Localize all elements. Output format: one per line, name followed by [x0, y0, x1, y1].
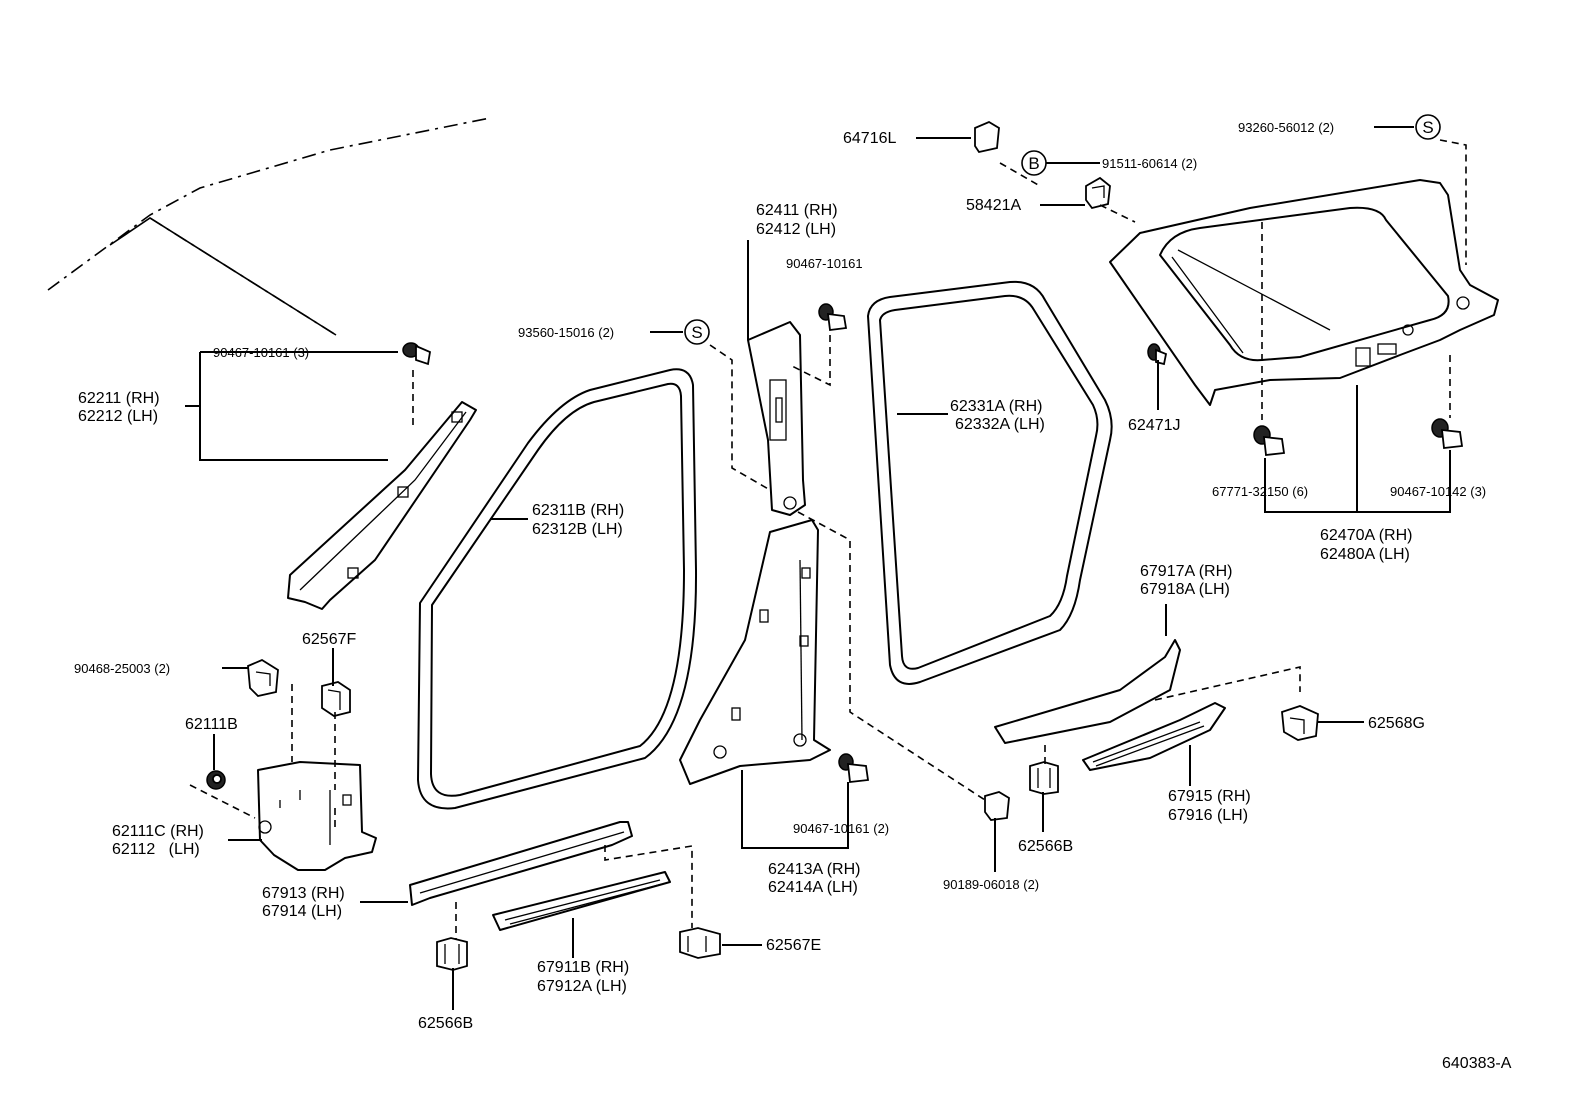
label-62566B-right: 62566B — [1018, 838, 1073, 855]
clip-62568G — [1281, 705, 1319, 741]
label-67914: 67914 (LH) — [262, 903, 342, 920]
symbol-s-93260 — [1415, 114, 1441, 140]
label-62312B: 62312B (LH) — [532, 521, 623, 538]
label-67917A: 67917A (RH) — [1140, 563, 1233, 580]
label-91511-60614: 91511-60614 (2) — [1102, 156, 1197, 171]
dashed-lines — [189, 139, 1467, 940]
center-pillar-upper-garnish — [747, 321, 806, 516]
label-90468-25003: 90468-25003 (2) — [74, 661, 170, 676]
label-62480A: 62480A (LH) — [1320, 546, 1410, 563]
symbol-b-91511-text: B — [1028, 154, 1039, 173]
label-93260-56012: 93260-56012 (2) — [1238, 120, 1334, 135]
cowl-side-trim — [257, 761, 377, 871]
clip-62566B-right — [1029, 761, 1059, 795]
label-64716L: 64716L — [843, 130, 896, 147]
label-62412: 62412 (LH) — [756, 221, 836, 238]
leader-lines — [185, 126, 1451, 1010]
symbol-s-93560-text: S — [691, 323, 702, 342]
label-67771-32150: 67771-32150 (6) — [1212, 484, 1308, 499]
label-67916: 67916 (LH) — [1168, 807, 1248, 824]
label-90467-10161: 90467-10161 — [786, 256, 863, 271]
clip-62471J — [1147, 343, 1168, 366]
clip-58421A — [1085, 176, 1111, 210]
clip-62567E — [679, 927, 721, 959]
rear-scuff-plate — [994, 639, 1181, 744]
part-labels: 64716L 91511-60614 (2) 58421A 93260-5601… — [74, 120, 1512, 1072]
rear-step-cover — [1082, 702, 1226, 771]
symbols: S S B — [684, 114, 1441, 345]
rear-door-opening-trim — [867, 280, 1113, 685]
fasteners — [206, 120, 1464, 971]
clip-90189-06018 — [984, 791, 1010, 821]
label-67915: 67915 (RH) — [1168, 788, 1251, 805]
body-outline — [47, 117, 491, 336]
clip-62567F — [321, 681, 351, 717]
symbol-s-93260-text: S — [1422, 118, 1433, 137]
label-62211: 62211 (RH) — [78, 390, 160, 407]
clip-64716L — [974, 120, 1000, 154]
label-62568G: 62568G — [1368, 715, 1425, 732]
label-67911B: 67911B (RH) — [537, 959, 629, 976]
clip-90467-10161 — [818, 303, 848, 332]
label-67918A: 67918A (LH) — [1140, 581, 1230, 598]
symbol-s-93560 — [684, 319, 710, 345]
center-pillar-lower-garnish — [679, 519, 831, 785]
label-62311B: 62311B (RH) — [532, 502, 624, 519]
label-62566B-left: 62566B — [418, 1015, 473, 1032]
clip-90467-10161-2 — [838, 753, 870, 783]
label-62111C: 62111C (RH) — [112, 823, 204, 840]
label-62470A: 62470A (RH) — [1320, 527, 1413, 544]
label-62471J: 62471J — [1128, 417, 1181, 434]
clip-62566B-left — [436, 937, 468, 971]
label-58421A: 58421A — [966, 197, 1021, 214]
label-90467-10142: 90467-10142 (3) — [1390, 484, 1486, 499]
quarter-window-trim — [1109, 179, 1499, 406]
label-93560-15016: 93560-15016 (2) — [518, 325, 614, 340]
label-90467-10161-2: 90467-10161 (2) — [793, 821, 889, 836]
label-62111B: 62111B — [185, 716, 238, 733]
label-90189-06018: 90189-06018 (2) — [943, 877, 1039, 892]
label-62567F: 62567F — [302, 631, 356, 648]
label-62112: 62112 (LH) — [112, 841, 200, 858]
clip-90467-10161-3 — [402, 342, 432, 366]
label-62212: 62212 (LH) — [78, 408, 158, 425]
front-scuff-plate — [409, 821, 633, 906]
clip-90467-10142 — [1431, 418, 1464, 449]
front-step-cover — [492, 871, 671, 931]
label-67912A: 67912A (LH) — [537, 978, 627, 995]
label-62411: 62411 (RH) — [756, 202, 838, 219]
label-90467-10161-3: 90467-10161 (3) — [213, 345, 309, 360]
label-67913: 67913 (RH) — [262, 885, 345, 902]
label-62332A: 62332A (LH) — [955, 416, 1045, 433]
clip-67771-32150 — [1253, 425, 1286, 456]
clip-62111B — [206, 770, 226, 790]
label-62414A: 62414A (LH) — [768, 879, 858, 896]
front-pillar-garnish — [287, 401, 477, 610]
diagram-id: 640383-A — [1442, 1055, 1512, 1072]
label-62567E: 62567E — [766, 937, 821, 954]
front-door-opening-trim — [417, 368, 698, 810]
label-62331A: 62331A (RH) — [950, 398, 1043, 415]
label-62413A: 62413A (RH) — [768, 861, 861, 878]
clip-90468-25003 — [247, 658, 279, 697]
